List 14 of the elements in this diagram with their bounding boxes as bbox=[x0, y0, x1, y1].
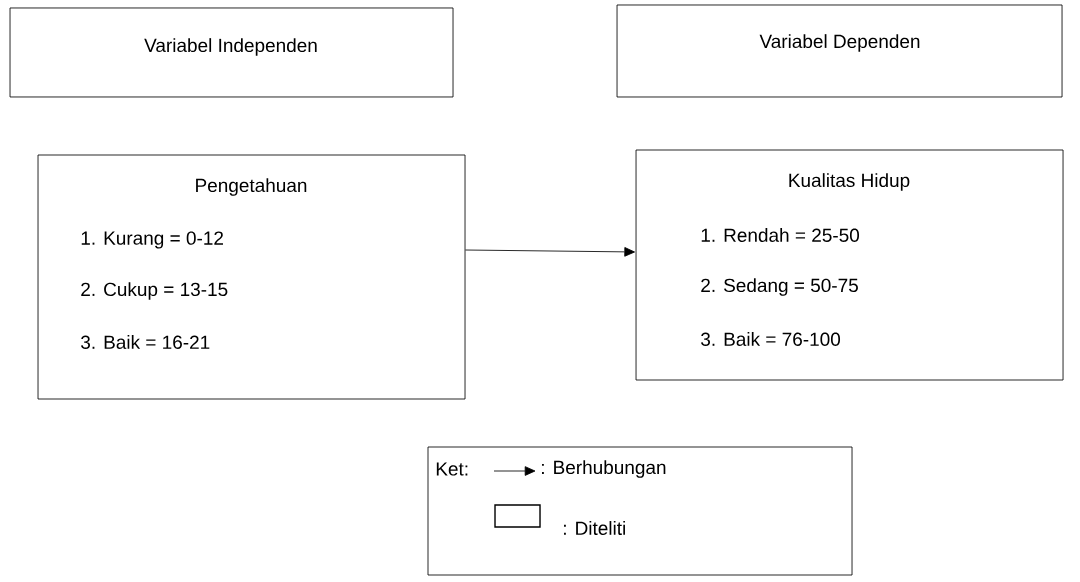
box-title: Variabel Dependen bbox=[759, 34, 920, 52]
list-item: 1. Rendah = 25-50 bbox=[701, 228, 860, 242]
legend-text: : Berhubungan bbox=[542, 460, 666, 478]
box-title: Variabel Independen bbox=[144, 38, 317, 56]
list-item: 3. Baik = 76-100 bbox=[701, 332, 841, 346]
list-item: 1. Kurang = 0-12 bbox=[81, 231, 223, 249]
list-item: 2. Sedang = 50-75 bbox=[701, 278, 858, 296]
arrow bbox=[465, 247, 635, 257]
list-item: 3. Baik = 16-21 bbox=[81, 335, 210, 349]
box-title: Kualitas Hidup bbox=[789, 173, 910, 191]
legend-heading: Ket: bbox=[436, 462, 468, 476]
legend-text: : Diteliti bbox=[564, 521, 625, 535]
list-item: 2. Cukup = 13-15 bbox=[81, 282, 228, 300]
box-title: Pengetahuan bbox=[196, 178, 307, 196]
